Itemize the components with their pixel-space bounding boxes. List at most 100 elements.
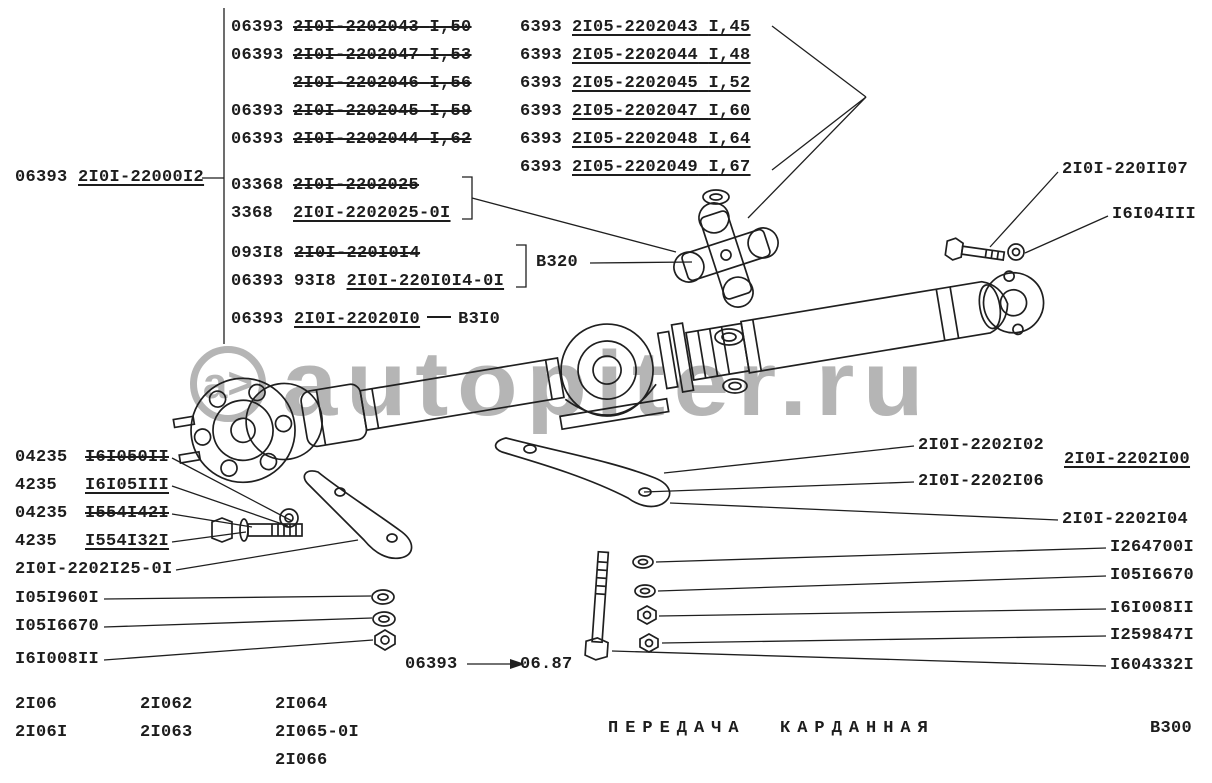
nut-stack	[632, 555, 659, 653]
table-row: 6393 2I05-2202045 I,52	[520, 74, 751, 94]
revision-code: 06393	[405, 655, 458, 674]
part-label: I05I960I	[15, 589, 100, 608]
ratio-value: I,48	[708, 46, 751, 65]
part-code: 4235	[15, 532, 58, 551]
part-label: I05I6670	[1110, 566, 1195, 585]
part-label: 4235 I554I32I	[15, 532, 169, 552]
part-code: 06393	[15, 168, 68, 187]
part-code: 6393	[520, 46, 563, 65]
part-number: 2I0I-22000I2	[78, 168, 205, 187]
model-label: 2I062	[140, 695, 193, 714]
propeller-shaft	[172, 270, 1045, 484]
part-label: I6I008II	[1110, 599, 1195, 618]
ratio-value: I,60	[708, 102, 751, 121]
revision-date: 06.87	[520, 655, 573, 674]
model-label: 2I06I	[15, 723, 68, 742]
part-label: I6I008II	[15, 650, 100, 669]
part-code: 06393	[231, 18, 284, 37]
joint-old-label: 093I8 2I0I-220I0I4	[231, 244, 420, 264]
part-number: 2I0I-2202044 I,62	[293, 130, 472, 149]
part-label: I264700I	[1110, 538, 1195, 557]
part-code: 06393	[231, 130, 284, 149]
ratio-value: I,52	[708, 74, 751, 93]
joint-new-label: 06393 93I8 2I0I-220I0I4-0I	[231, 272, 504, 292]
part-number: 2I0I-2202025	[293, 176, 420, 195]
part-number: 2I05-2202048 I,64	[572, 130, 751, 149]
table-row: 06393 2I0I-2202044 I,62	[231, 130, 472, 150]
rear-yoke	[949, 270, 1045, 340]
cross-old-label: 03368 2I0I-2202025	[231, 176, 419, 196]
part-code: 04235	[15, 448, 68, 467]
front-flange	[172, 377, 323, 484]
splined-sleeve	[685, 322, 751, 381]
part-number: 2I0I-2202046 I,56	[293, 74, 472, 93]
part-number: I554I32I	[85, 532, 170, 551]
part-code: 4235	[15, 476, 58, 495]
part-number: 2I05-2202044 I,48	[572, 46, 751, 65]
leader-lines	[103, 8, 1109, 667]
part-code: 6393	[520, 158, 563, 177]
ratio-value: I,64	[708, 130, 751, 149]
ratio-value: I,59	[429, 102, 472, 121]
part-code: 093I8	[231, 244, 284, 263]
rear-tube	[739, 285, 960, 374]
table-row: 06393 2I0I-2202047 I,53	[231, 46, 472, 66]
snap-rings	[702, 189, 748, 394]
long-bolt	[584, 550, 610, 661]
part-number: 2I05-2202043 I,45	[572, 18, 751, 37]
part-code: 04235	[15, 504, 68, 523]
model-label: 2I064	[275, 695, 328, 714]
revision-arrow-icon	[510, 659, 525, 669]
part-code: 03368	[231, 176, 284, 195]
washer-stack	[371, 589, 396, 651]
part-label: 2I0I-2202I25-0I	[15, 560, 173, 579]
support-bracket	[303, 470, 413, 560]
part-code: 3368	[231, 204, 274, 223]
part-code: 06393	[231, 46, 284, 65]
ujoint-cross	[673, 202, 779, 308]
part-label: 2I0I-2202I04	[1062, 510, 1189, 529]
part-number: I6I050II	[85, 448, 170, 467]
part-code: 06393	[231, 310, 284, 329]
model-label: 2I06	[15, 695, 58, 714]
part-number: 2I0I-2202047 I,53	[293, 46, 472, 65]
table-row: 06393 2I0I-2202043 I,50	[231, 18, 472, 38]
part-label-group: 2I0I-2202I00	[1064, 450, 1191, 469]
flange-bolt	[944, 237, 1006, 261]
ratio-value: I,50	[429, 18, 472, 37]
intermediate-flange	[656, 322, 695, 393]
part-label: I259847I	[1110, 626, 1195, 645]
part-label: I6I04III	[1112, 205, 1197, 224]
table-row: 6393 2I05-2202044 I,48	[520, 46, 751, 66]
part-label: 2I0I-2202I06	[918, 472, 1045, 491]
part-label: 04235 I6I050II	[15, 448, 169, 468]
part-number: 2I0I-22020I0	[294, 310, 421, 329]
center-bracket	[494, 437, 671, 508]
table-row: 2I0I-2202046 I,56	[231, 74, 472, 94]
figure-ref-b320: В320	[536, 253, 579, 272]
model-label: 2I063	[140, 723, 193, 742]
part-number: 2I05-2202047 I,60	[572, 102, 751, 121]
ratio-value: I,53	[429, 46, 472, 65]
part-label: I604332I	[1110, 656, 1195, 675]
part-number: 2I0I-2202043 I,50	[293, 18, 472, 37]
model-label: 2I065-0I	[275, 723, 360, 742]
part-label: I05I6670	[15, 617, 100, 636]
support-bolt	[211, 508, 303, 543]
sheet-number: В300	[1150, 719, 1193, 738]
part-code: 6393	[520, 74, 563, 93]
part-number: 2I05-2202045 I,52	[572, 74, 751, 93]
part-code: 06393	[231, 102, 284, 121]
ratio-value: I,62	[429, 130, 472, 149]
